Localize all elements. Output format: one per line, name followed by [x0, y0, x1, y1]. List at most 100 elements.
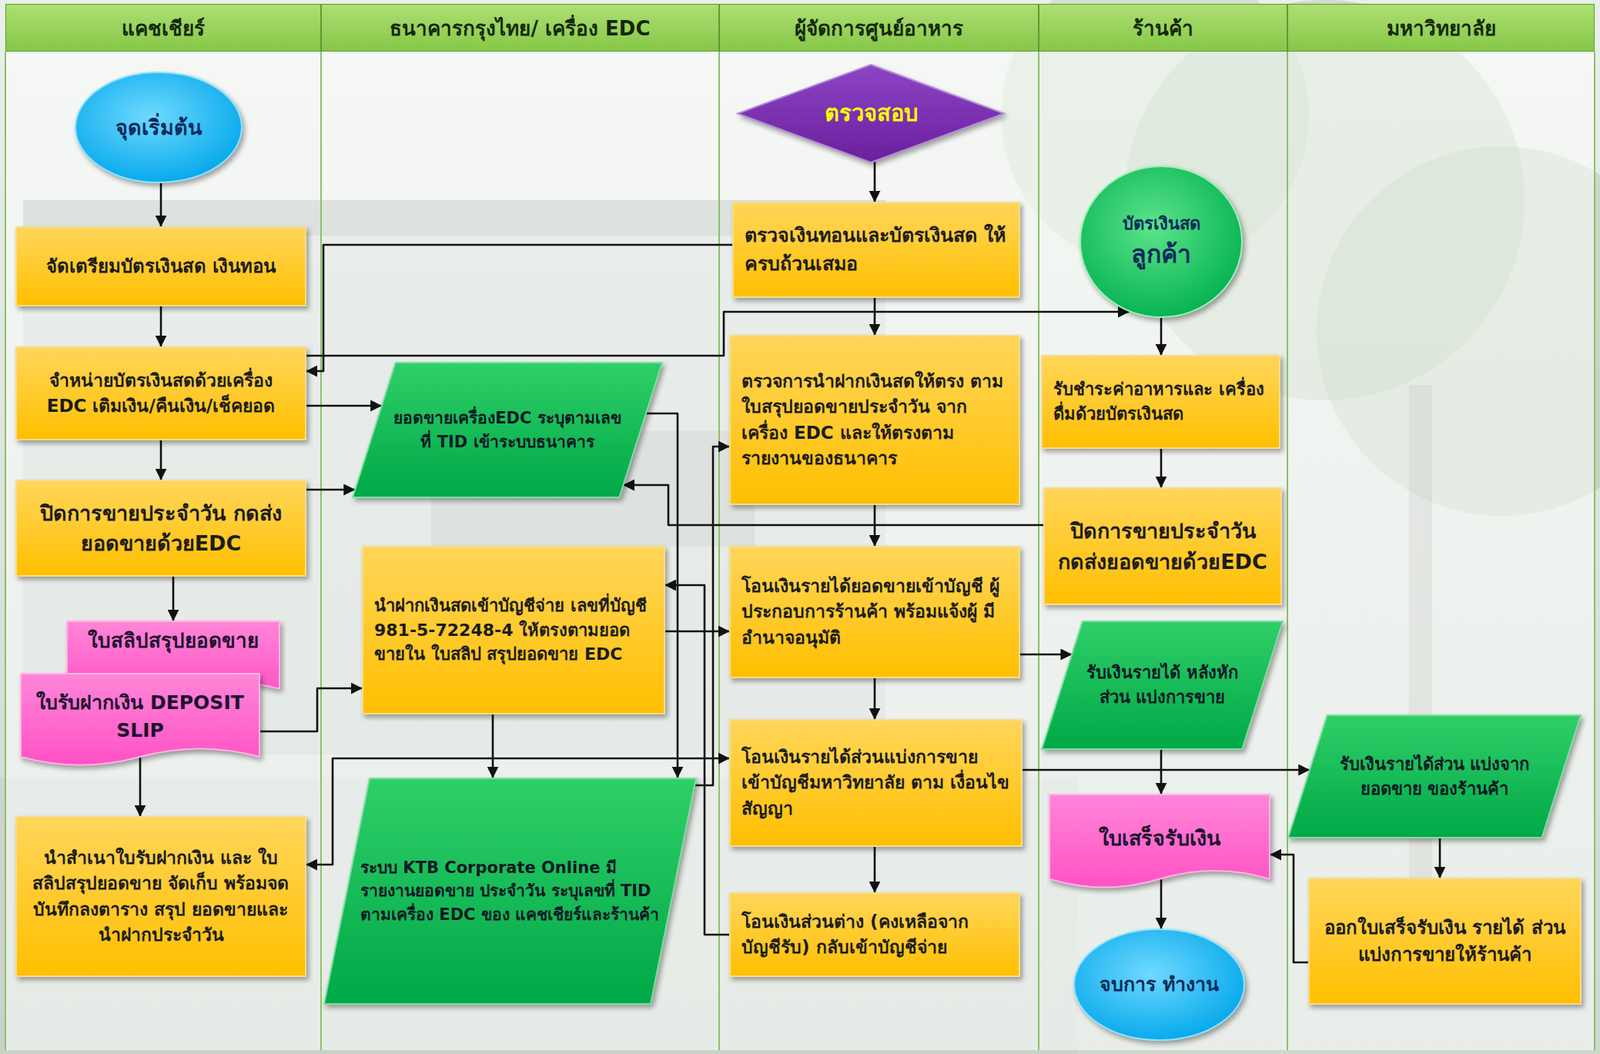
data-parallelogram-outline — [351, 361, 663, 499]
node-content: ตรวจการนำฝากเงินสดให้ตรง ตามใบสรุปยอดขาย… — [729, 334, 1021, 506]
data-parallelogram-fill — [324, 778, 697, 1005]
flow-arrow — [306, 488, 355, 492]
lane-divider — [718, 51, 720, 1051]
flow-arrow — [1270, 854, 1309, 963]
flow-arrow — [1020, 653, 1072, 657]
lane-header: ร้านค้า — [1038, 3, 1288, 52]
document-shape: ใบรับฝากเงิน DEPOSIT SLIP — [20, 672, 261, 776]
document-shape-fill — [20, 673, 260, 766]
process-box-fill — [729, 719, 1022, 847]
process-box: โอนเงินรายได้ส่วนแบ่งการขาย เข้าบัญชีมหา… — [729, 719, 1023, 847]
process-box: ออกใบเสร็จรับเงิน รายได้ ส่วนแบ่งการขายใ… — [1308, 877, 1582, 1005]
lane-divider — [1037, 51, 1040, 1051]
lane-header: ธนาคารกรุงไทย/ เครื่อง EDC — [321, 3, 720, 52]
process-box-fill — [16, 816, 306, 977]
lane-divider — [320, 51, 322, 1051]
node-label: ยอดขายเครื่องEDC ระบุตามเลขที่ TID เข้าร… — [388, 406, 626, 454]
node-label: ออกใบเสร็จรับเงิน รายได้ ส่วนแบ่งการขายใ… — [1320, 914, 1570, 969]
node-label: ใบสลิปสรุปยอดขาย — [80, 626, 267, 657]
flow-arrow — [873, 297, 877, 335]
node-content: จบการ ทำงาน — [1073, 928, 1246, 1042]
flow-arrow — [1439, 838, 1442, 878]
swimlane: มหาวิทยาลัยรับเงินรายได้ส่วน แบ่งจากยอดข… — [1287, 3, 1595, 1051]
node-label: ตรวจการนำฝากเงินสดให้ตรง ตามใบสรุปยอดขาย… — [741, 368, 1008, 472]
process-box-outline — [729, 892, 1021, 978]
process-box-fill — [1044, 488, 1282, 605]
process-box-fill — [362, 546, 665, 714]
node-label: รับชำระค่าอาหารและ เครื่องดื่มด้วยบัตรเง… — [1053, 377, 1269, 427]
process-box-outline — [15, 346, 307, 441]
process-box: โอนเงินรายได้ยอดขายเข้าบัญชี ผู้ประกอบกา… — [729, 545, 1021, 679]
data-parallelogram: รับเงินรายได้ส่วน แบ่งจากยอดขาย ของร้านค… — [1287, 714, 1582, 839]
node-content: รับเงินรายได้ หลังหักส่วน แบ่งการขาย — [1041, 620, 1284, 750]
lane-panel — [719, 51, 1039, 1051]
flow-arrow — [160, 306, 163, 347]
node-label: นำฝากเงินสดเข้าบัญชีจ่าย เลขที่บัญชี 981… — [374, 593, 653, 668]
node-content: ใบเสร็จรับเงิน — [1048, 793, 1271, 898]
process-box: ตรวจเงินทอนและบัตรเงินสด ให้ครบถ้วนเสมอ — [732, 201, 1021, 298]
document-shape-fill — [1049, 794, 1270, 888]
lane-divider — [4, 51, 7, 1051]
process-box: ปิดการขายประจำวัน กดส่งยอดขายด้วยEDC — [15, 479, 307, 577]
flow-arrow — [1160, 317, 1163, 355]
node-content: จุดเริ่มต้น — [74, 71, 243, 184]
data-parallelogram: ยอดขายเครื่องEDC ระบุตามเลขที่ TID เข้าร… — [351, 361, 663, 499]
node-content: ออกใบเสร็จรับเงิน รายได้ ส่วนแบ่งการขายใ… — [1308, 877, 1582, 1005]
node-label: ใบรับฝากเงิน DEPOSIT SLIP — [33, 689, 247, 746]
node-label: บัตรเงินสด — [1101, 211, 1222, 237]
data-parallelogram-fill — [1041, 621, 1283, 750]
process-box: โอนเงินส่วนต่าง (คงเหลือจาก บัญชีรับ) กล… — [729, 892, 1021, 978]
node-content: ตรวจเงินทอนและบัตรเงินสด ให้ครบถ้วนเสมอ — [732, 201, 1021, 298]
data-parallelogram-outline — [1041, 620, 1284, 750]
node-content: บัตรเงินสดลูกค้า — [1079, 165, 1243, 318]
swimlane: ผู้จัดการศูนย์อาหารตรวจสอบตรวจเงินทอนและ… — [719, 3, 1039, 1051]
swimlane: ร้านค้าบัตรเงินสดลูกค้ารับชำระค่าอาหารแล… — [1038, 3, 1288, 1051]
node-label: จำหน่ายบัตรเงินสดด้วยเครื่อง EDC เติมเงิ… — [27, 368, 295, 420]
process-box: นำสำเนาใบรับฝากเงิน และ ใบสลิปสรุปยอดขาย… — [15, 816, 307, 978]
decision-diamond-fill — [737, 64, 1005, 163]
node-label: ตรวจสอบ — [790, 97, 951, 130]
lane-divider — [1286, 51, 1289, 1051]
flow-arrow — [1160, 448, 1163, 488]
flow-arrow — [492, 714, 495, 778]
node-content: โอนเงินรายได้ยอดขายเข้าบัญชี ผู้ประกอบกา… — [729, 545, 1021, 679]
node-content: จัดเตรียมบัตรเงินสด เงินทอน — [15, 226, 307, 307]
process-box-fill — [16, 480, 306, 576]
lane-panel — [321, 51, 720, 1051]
flow-arrow — [1022, 769, 1309, 772]
node-content: จำหน่ายบัตรเงินสดด้วยเครื่อง EDC เติมเงิ… — [15, 346, 307, 441]
process-box-outline — [1043, 487, 1283, 606]
flow-arrow — [139, 756, 142, 817]
node-content: นำฝากเงินสดเข้าบัญชีจ่าย เลขที่บัญชี 981… — [361, 545, 666, 715]
process-box-outline — [729, 334, 1021, 506]
swimlane: แคชเชียร์จุดเริ่มต้นจัดเตรียมบัตรเงินสด … — [5, 3, 322, 1051]
node-label: ตรวจเงินทอนและบัตรเงินสด ให้ครบถ้วนเสมอ — [744, 221, 1008, 278]
process-box-outline — [15, 479, 307, 577]
document-shape: ใบเสร็จรับเงิน — [1048, 793, 1271, 898]
actor-circle: บัตรเงินสดลูกค้า — [1079, 165, 1243, 318]
lane-panel — [1038, 51, 1288, 1051]
process-box-outline — [1041, 354, 1281, 449]
process-box-fill — [1308, 878, 1581, 1005]
flow-arrow — [873, 846, 877, 893]
process-box-fill — [729, 546, 1020, 678]
node-content: โอนเงินรายได้ส่วนแบ่งการขาย เข้าบัญชีมหา… — [729, 719, 1023, 847]
node-label: จุดเริ่มต้น — [96, 112, 221, 143]
process-box-fill — [729, 893, 1020, 977]
terminal-ellipse-fill — [75, 72, 242, 183]
node-label: ระบบ KTB Corporate Online มีรายงานยอดขาย… — [360, 856, 660, 927]
flow-arrow — [260, 688, 362, 732]
actor-circle-fill — [1080, 166, 1242, 318]
data-parallelogram-outline — [1287, 714, 1582, 839]
flow-arrow — [160, 183, 163, 227]
node-content: ปิดการขายประจำวัน กดส่งยอดขายด้วยEDC — [1043, 487, 1283, 606]
process-box-fill — [16, 347, 306, 440]
process-box-fill — [1041, 355, 1280, 449]
connectors — [140, 161, 1440, 963]
flow-arrow — [1160, 879, 1163, 929]
terminal-ellipse: จบการ ทำงาน — [1073, 928, 1246, 1042]
node-content: ตรวจสอบ — [736, 63, 1005, 164]
node-label: จบการ ทำงาน — [1095, 970, 1223, 999]
flow-arrow — [160, 440, 163, 480]
